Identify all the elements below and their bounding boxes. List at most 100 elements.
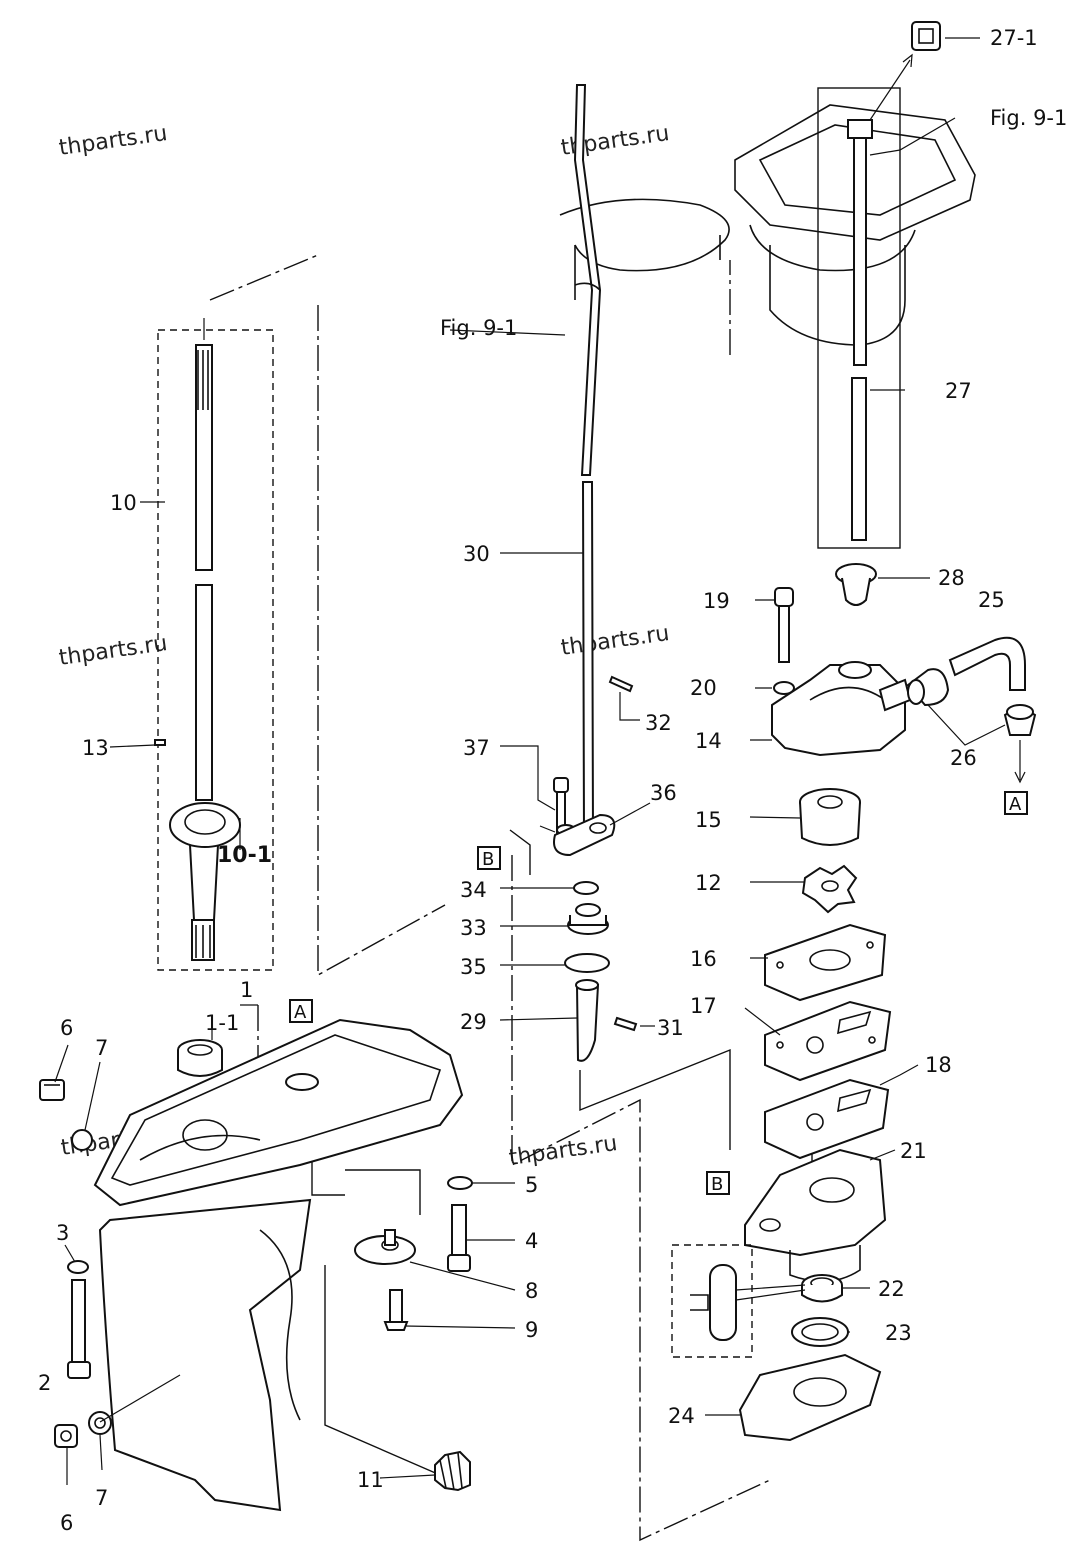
ref-letter-a: A	[294, 1002, 307, 1023]
callout-13: 13	[82, 736, 109, 760]
washer-5	[447, 1176, 473, 1190]
gasket-7-lower	[88, 1411, 112, 1435]
o-ring-34	[573, 881, 599, 895]
callout-32: 32	[645, 711, 672, 735]
callout-17: 17	[690, 994, 717, 1018]
shift-rod-connector-29	[575, 979, 600, 1062]
callout-7-upper: 7	[95, 1036, 108, 1060]
seal-detail-box	[671, 1244, 806, 1358]
callout-36: 36	[650, 781, 677, 805]
callout-28: 28	[938, 566, 965, 590]
callout-20: 20	[690, 676, 717, 700]
callout-37: 37	[463, 736, 490, 760]
o-ring-35	[564, 953, 610, 973]
bolt-2	[67, 1279, 91, 1379]
callout-33: 33	[460, 916, 487, 940]
callout-27-1: 27-1	[990, 26, 1038, 50]
pinion-gear-11	[434, 1450, 471, 1492]
callout-1-1: 1-1	[205, 1011, 239, 1035]
callout-labels: 27-1 Fig. 9-1 Fig. 9-1 27 28 25 19 20 26…	[38, 26, 1067, 1535]
insert-cartridge-21	[744, 1148, 887, 1283]
bearing-10-1	[169, 802, 241, 848]
callout-9: 9	[525, 1318, 538, 1342]
shift-rod-27	[847, 53, 913, 541]
gasket-18	[764, 1078, 890, 1160]
leader-lines	[54, 117, 956, 1485]
bushing-1-1	[177, 1039, 223, 1077]
ref-letter-a: A	[1009, 794, 1022, 815]
ref-letter-b: B	[482, 849, 494, 870]
impeller-12	[801, 864, 858, 914]
water-tube-25	[948, 636, 1026, 691]
callout-16: 16	[690, 947, 717, 971]
callout-2: 2	[38, 1371, 51, 1395]
callout-12: 12	[695, 871, 722, 895]
ref-letter-b: B	[711, 1174, 723, 1195]
shift-rod-bushing-27-1	[911, 21, 980, 51]
callout-3: 3	[56, 1221, 69, 1245]
callout-35: 35	[460, 955, 487, 979]
pin-31	[613, 1016, 638, 1032]
callout-29: 29	[460, 1010, 487, 1034]
ref-box-b-left: B	[477, 846, 501, 870]
lower-case-1	[93, 1018, 464, 1512]
bolt-4	[447, 1204, 471, 1272]
ref-box-b-right: B	[706, 1171, 730, 1195]
plug-6-lower	[54, 1424, 78, 1448]
seal-ring-23	[791, 1317, 849, 1347]
pin-32	[608, 675, 640, 721]
washer-3	[67, 1260, 89, 1274]
callout-19: 19	[703, 589, 730, 613]
callout-25: 25	[978, 588, 1005, 612]
callout-10: 10	[110, 491, 137, 515]
callout-4: 4	[525, 1229, 538, 1253]
gasket-16	[764, 923, 887, 1002]
shift-rod-30	[573, 84, 602, 841]
pin-13	[154, 739, 166, 746]
washer-20	[773, 681, 795, 695]
callout-6-lower: 6	[60, 1511, 73, 1535]
bolt-19	[774, 587, 794, 663]
outer-plate-17	[764, 1000, 892, 1082]
plate-36	[553, 813, 616, 857]
watermark-3: thparts.ru	[57, 631, 169, 671]
driveshaft-10	[188, 318, 220, 961]
gasket-7-upper	[71, 1129, 93, 1151]
callout-26: 26	[950, 746, 977, 770]
callout-8: 8	[525, 1279, 538, 1303]
gasket-24	[738, 1353, 882, 1442]
callout-7-lower: 7	[95, 1486, 108, 1510]
pump-housing-14	[771, 661, 912, 757]
callout-14: 14	[695, 729, 722, 753]
grommet-33	[567, 903, 609, 935]
screw-9	[383, 1289, 409, 1331]
callout-fig-right: Fig. 9-1	[990, 106, 1067, 130]
callout-6-upper: 6	[60, 1016, 73, 1040]
callout-10-1: 10-1	[217, 843, 272, 868]
callout-23: 23	[885, 1321, 912, 1345]
callout-30: 30	[463, 542, 490, 566]
plate-8	[354, 1229, 416, 1265]
pump-cup-15	[799, 788, 861, 846]
grommet-26	[906, 668, 1037, 784]
callout-11: 11	[357, 1468, 384, 1492]
callout-24: 24	[668, 1404, 695, 1428]
watermark-1: thparts.ru	[57, 121, 169, 161]
watermark-6: thparts.ru	[507, 1131, 619, 1171]
watermark-4: thparts.ru	[559, 621, 671, 661]
callout-34: 34	[460, 878, 487, 902]
callout-5: 5	[525, 1173, 538, 1197]
callout-1: 1	[240, 978, 253, 1002]
callout-21: 21	[900, 1139, 927, 1163]
ref-box-a-top-right: A	[1004, 791, 1028, 815]
callout-31: 31	[657, 1016, 684, 1040]
plug-6-upper	[39, 1079, 65, 1101]
callout-18: 18	[925, 1053, 952, 1077]
callout-22: 22	[878, 1277, 905, 1301]
ref-box-a-case: A	[289, 999, 313, 1023]
callout-fig-left: Fig. 9-1	[440, 316, 517, 340]
grommet-28	[835, 563, 877, 606]
callout-15: 15	[695, 808, 722, 832]
callout-27: 27	[945, 379, 972, 403]
